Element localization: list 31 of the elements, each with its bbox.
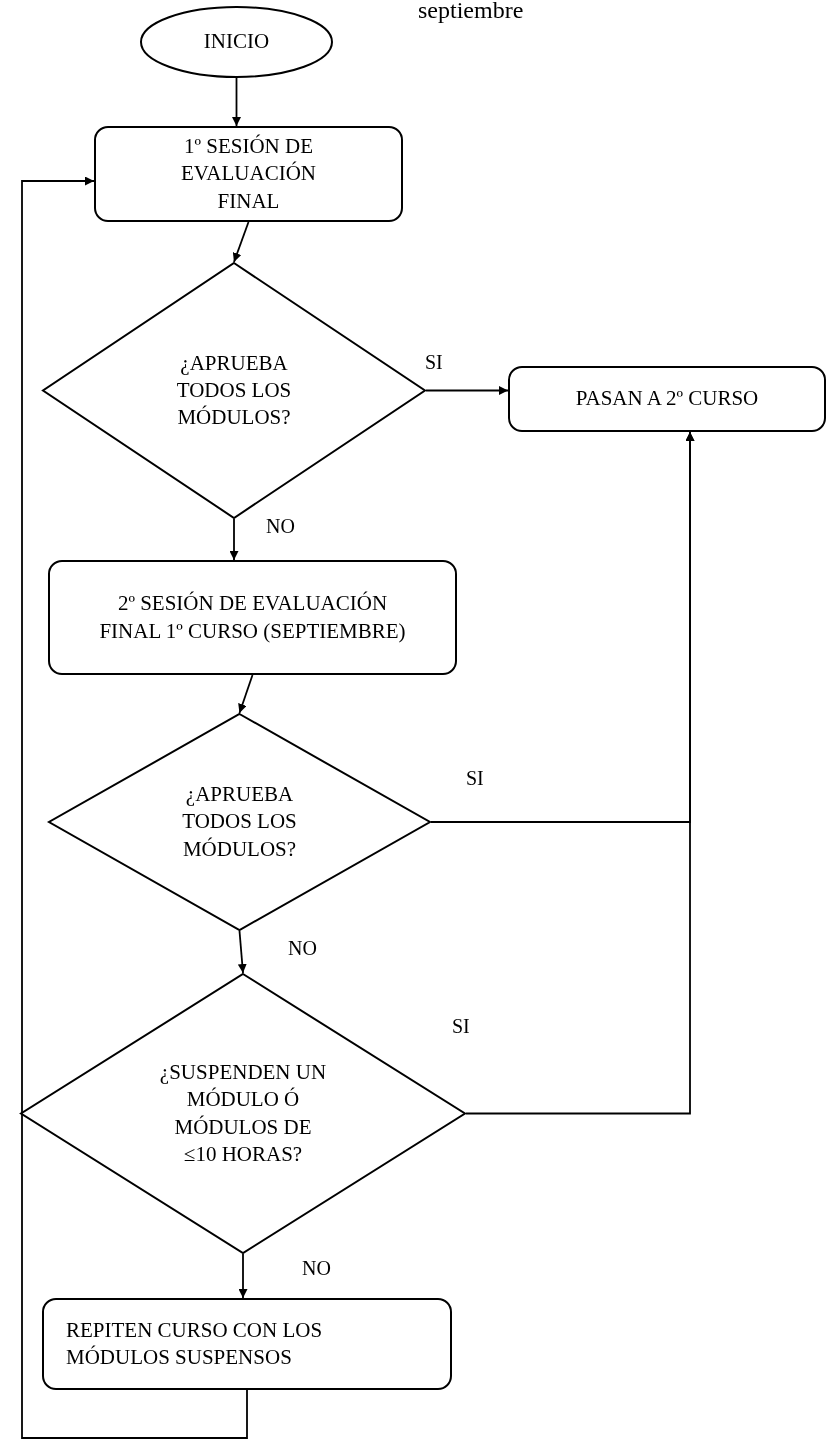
arrow	[232, 221, 250, 263]
edge-label: NO	[288, 938, 317, 958]
process-box	[48, 560, 457, 675]
edge-label: SI	[452, 1016, 470, 1036]
note-text: septiembre	[418, 0, 524, 25]
node-text: ¿APRUEBA TODOS LOS MÓDULOS?	[175, 349, 293, 432]
arrow	[21, 176, 248, 1439]
node-text: REPITEN CURSO CON LOS MÓDULOS SUSPENSOS	[66, 1316, 324, 1371]
node-text: 2º SESIÓN DE EVALUACIÓN FINAL 1º CURSO (SEPTIEMBRE)	[98, 590, 407, 645]
edge-label: NO	[302, 1258, 331, 1278]
edge-label: SI	[425, 352, 443, 372]
node-text: ¿APRUEBA TODOS LOS MÓDULOS?	[181, 781, 298, 863]
edge-label: SI	[466, 768, 484, 788]
node-text: ¿SUSPENDEN UN MÓDULO Ó MÓDULOS DE ≤10 HORAS?	[158, 1058, 328, 1168]
arrow	[425, 386, 509, 395]
arrow	[465, 431, 695, 1115]
arrow	[238, 1253, 248, 1299]
decision-diamond	[42, 262, 426, 519]
decision-diamond	[48, 713, 431, 931]
node-text: PASAN A 2º CURSO	[575, 385, 759, 413]
process-box	[94, 126, 403, 222]
node-text: INICIO	[203, 28, 270, 56]
process-box	[508, 366, 826, 432]
start-ellipse	[140, 6, 333, 78]
edge-label: NO	[266, 516, 295, 536]
process-box	[42, 1298, 452, 1390]
arrow	[237, 930, 247, 974]
arrow	[232, 77, 241, 127]
arrow	[229, 518, 239, 561]
arrow	[238, 674, 254, 714]
node-text: 1º SESIÓN DE EVALUACIÓN FINAL	[180, 133, 317, 215]
